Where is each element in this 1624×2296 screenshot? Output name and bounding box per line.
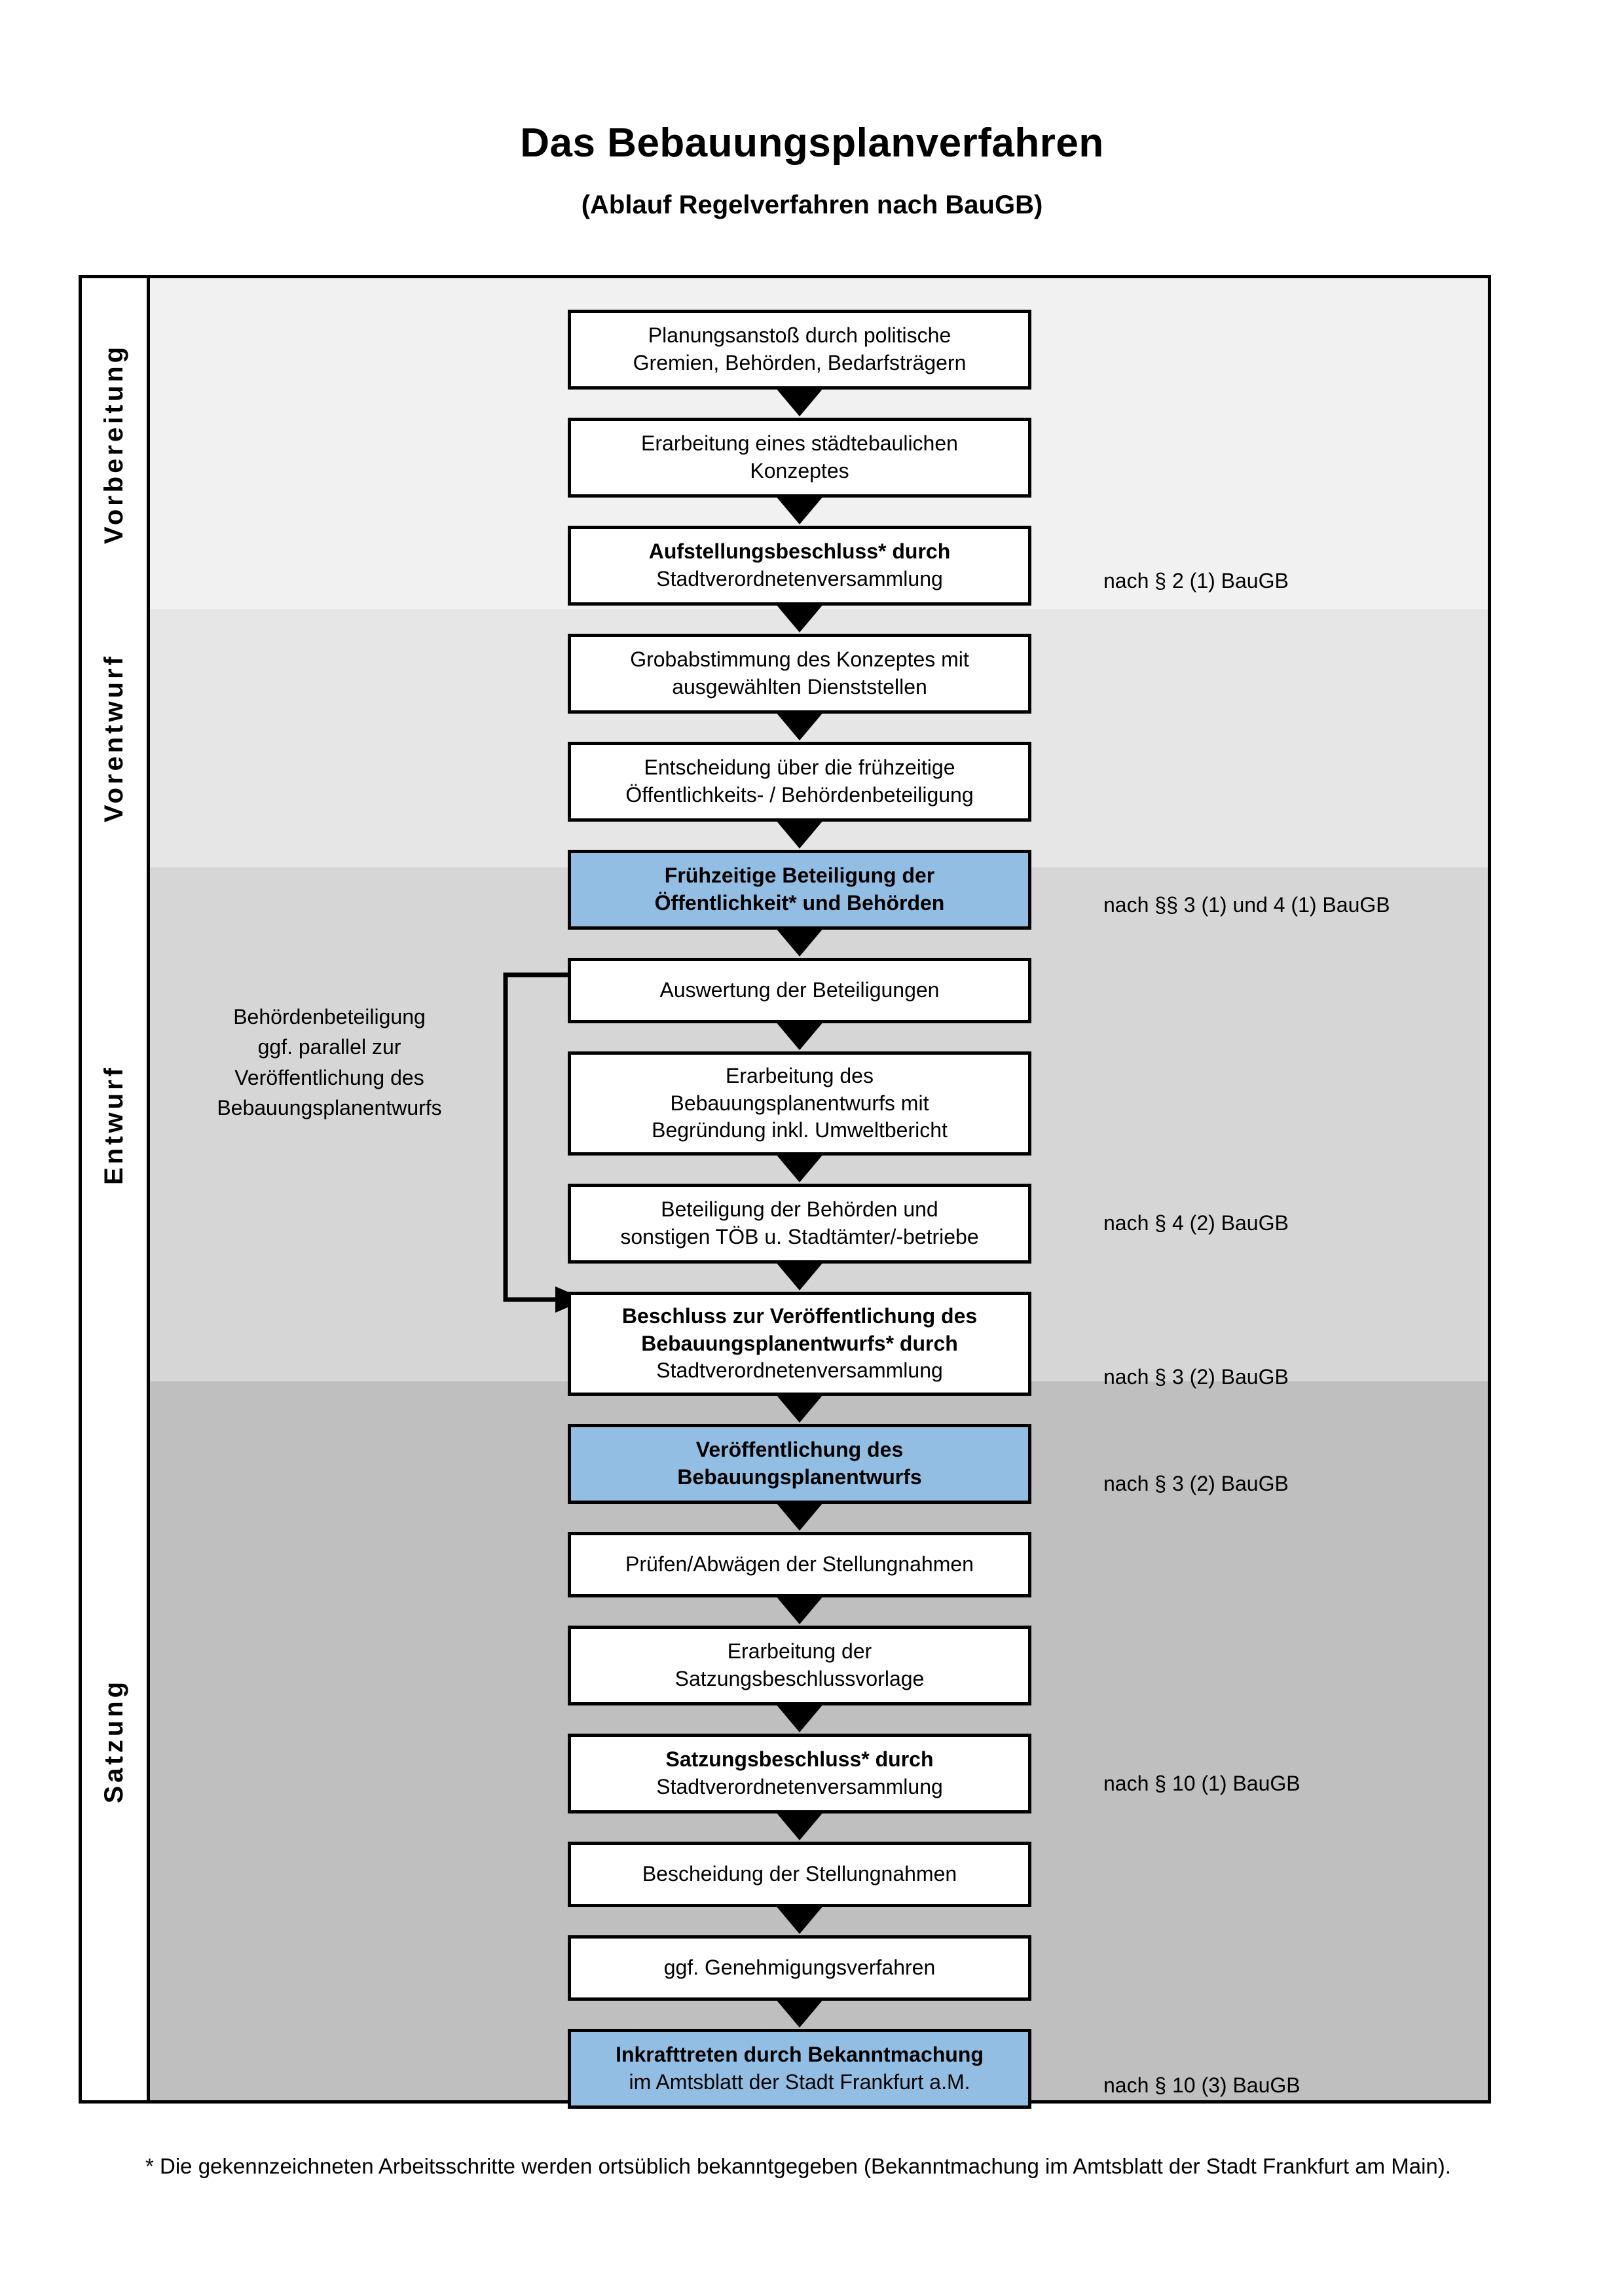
flow-arrow (775, 928, 824, 957)
step-line: Erarbeitung des (726, 1064, 874, 1088)
step-aufstellungsbeschluss[interactable]: Aufstellungsbeschluss* durch Stadtverord… (568, 526, 1031, 606)
legal-note-par4-2: nach § 4 (2) BauGB (1103, 1211, 1289, 1235)
entwurf-note-line-3: Veröffentlichung des (234, 1065, 424, 1089)
flow-arrow (775, 820, 824, 848)
step-grobabstimmung[interactable]: Grobabstimmung des Konzeptes mit ausgewä… (568, 634, 1031, 714)
step-line: ausgewählten Dienststellen (672, 675, 927, 699)
flow-arrow (775, 1394, 824, 1423)
step-fruehzeitige-beteiligung[interactable]: Frühzeitige Beteiligung der Öffentlichke… (568, 850, 1031, 930)
step-line: Bescheidung der Stellungnahmen (642, 1862, 957, 1886)
step-line: Stadtverordnetenversammlung (656, 567, 943, 591)
step-line: Bebauungsplanentwurfs mit (670, 1091, 929, 1115)
step-line: Gremien, Behörden, Bedarfsträgern (633, 351, 967, 374)
flow-arrow (775, 1502, 824, 1531)
step-line: Auswertung der Beteiligungen (659, 978, 940, 1002)
flow-arrow (775, 1154, 824, 1182)
flow-arrow (775, 388, 824, 416)
step-line: Öffentlichkeit* und Behörden (654, 891, 945, 915)
footnote-text: * Die gekennzeichneten Arbeitsschritte w… (145, 2154, 1451, 2178)
phase-label-vorbereitung: Vorbereitung (82, 278, 150, 609)
step-line: Grobabstimmung des Konzeptes mit (630, 647, 969, 672)
step-auswertung-beteiligungen[interactable]: Auswertung der Beteiligungen (568, 958, 1031, 1023)
page-title: Das Bebauungsplanverfahren (520, 120, 1104, 166)
flow-arrow (775, 712, 824, 740)
step-line: Konzeptes (750, 459, 849, 483)
flow-arrow (775, 496, 824, 524)
step-line: Entscheidung über die frühzeitige (644, 756, 955, 780)
step-line: Beteiligung der Behörden und (661, 1197, 938, 1222)
step-pruefen-abwaegen[interactable]: Prüfen/Abwägen der Stellungnahmen (568, 1532, 1031, 1597)
step-genehmigungsverfahren[interactable]: ggf. Genehmigungsverfahren (568, 1935, 1031, 2001)
phase-label-vorentwurf: Vorentwurf (82, 609, 150, 867)
flow-arrow (775, 1812, 824, 1840)
step-line: Erarbeitung der (727, 1639, 872, 1664)
step-erarbeitung-bebauungsplanentwurf[interactable]: Erarbeitung des Bebauungsplanentwurfs mi… (568, 1051, 1031, 1156)
step-line: Bebauungsplanentwurfs (677, 1465, 922, 1489)
step-line: Veröffentlichung des (695, 1438, 904, 1462)
step-line: Stadtverordnetenversammlung (656, 1358, 943, 1383)
step-line: Bebauungsplanentwurfs* durch (641, 1331, 958, 1355)
step-line: Planungsanstoß durch politische (648, 323, 951, 348)
step-line: Frühzeitige Beteiligung der (664, 864, 935, 888)
legal-note-par2-1: nach § 2 (1) BauGB (1103, 569, 1289, 592)
flow-arrow (775, 1595, 824, 1624)
step-satzungsbeschlussvorlage[interactable]: Erarbeitung der Satzungsbeschlussvorlage (568, 1626, 1031, 1705)
page-subtitle: (Ablauf Regelverfahren nach BauGB) (581, 191, 1043, 220)
flow-arrow (775, 1905, 824, 1934)
step-beteiligung-behoerden-toeb[interactable]: Beteiligung der Behörden und sonstigen T… (568, 1184, 1031, 1264)
step-beschluss-veroeffentlichung[interactable]: Beschluss zur Veröffentlichung des Bebau… (568, 1292, 1031, 1396)
flow-arrow (775, 1262, 824, 1290)
flow-arrow (775, 1999, 824, 2028)
entwurf-note-line-1: Behördenbeteiligung (233, 1005, 426, 1029)
phase-label-satzung: Satzung (82, 1381, 150, 2100)
step-line: Satzungsbeschlussvorlage (674, 1667, 925, 1690)
step-entscheidung-fruehzeitige-beteiligung[interactable]: Entscheidung über die frühzeitige Öffent… (568, 742, 1031, 822)
legal-note-par10-3: nach § 10 (3) BauGB (1103, 2073, 1301, 2097)
flow-arrow (775, 1704, 824, 1732)
entwurf-note-line-2: ggf. parallel zur (257, 1035, 401, 1059)
step-line: ggf. Genehmigungsverfahren (663, 1956, 936, 1980)
step-line: Prüfen/Abwägen der Stellungnahmen (625, 1552, 974, 1576)
step-line: Öffentlichkeits- / Behördenbeteiligung (625, 783, 974, 807)
entwurf-side-note: Behördenbeteiligung ggf. parallel zur Ve… (185, 1002, 473, 1123)
legal-note-par3-2b: nach § 3 (2) BauGB (1103, 1472, 1289, 1495)
step-inkrafttreten[interactable]: Inkrafttreten durch Bekanntmachung im Am… (568, 2029, 1031, 2109)
legal-note-par3-2a: nach § 3 (2) BauGB (1103, 1365, 1289, 1389)
flow-arrow (775, 1021, 824, 1050)
step-staedtebauliches-konzept[interactable]: Erarbeitung eines städtebaulichen Konzep… (568, 418, 1031, 498)
step-line: Aufstellungsbeschluss* durch (648, 539, 951, 564)
phase-label-entwurf: Entwurf (82, 867, 150, 1381)
step-line: Beschluss zur Veröffentlichung des (621, 1304, 978, 1328)
step-line: Stadtverordnetenversammlung (656, 1775, 943, 1798)
step-line: im Amtsblatt der Stadt Frankfurt a.M. (629, 2070, 970, 2094)
step-line-bold: Inkrafttreten durch Bekanntmachung (616, 2043, 984, 2067)
step-line: sonstigen TÖB u. Stadtämter/-betriebe (620, 1225, 979, 1248)
flow-arrow (775, 604, 824, 632)
step-veroeffentlichung-entwurf[interactable]: Veröffentlichung des Bebauungsplanentwur… (568, 1424, 1031, 1504)
step-satzungsbeschluss[interactable]: Satzungsbeschluss* durch Stadtverordnete… (568, 1734, 1031, 1813)
step-line: Erarbeitung eines städtebaulichen (641, 431, 958, 456)
flowchart-frame: Vorbereitung Vorentwurf Entwurf Satzung … (79, 275, 1491, 2109)
step-line: Inkrafttreten durch Bekanntmachung (616, 2041, 984, 2069)
step-planungsanstoss[interactable]: Planungsanstoß durch politische Gremien,… (568, 310, 1031, 390)
legal-note-par10-1: nach § 10 (1) BauGB (1103, 1772, 1301, 1795)
step-line: Satzungsbeschluss* durch (665, 1747, 934, 1772)
title-block: Das Bebauungsplanverfahren (Ablauf Regel… (0, 120, 1624, 220)
step-line: Begründung inkl. Umweltbericht (652, 1118, 948, 1142)
step-bescheidung-stellungnahmen[interactable]: Bescheidung der Stellungnahmen (568, 1842, 1031, 1907)
legal-note-par3-4-1: nach §§ 3 (1) und 4 (1) BauGB (1103, 893, 1390, 917)
entwurf-note-line-4: Bebauungsplanentwurfs (217, 1096, 442, 1120)
